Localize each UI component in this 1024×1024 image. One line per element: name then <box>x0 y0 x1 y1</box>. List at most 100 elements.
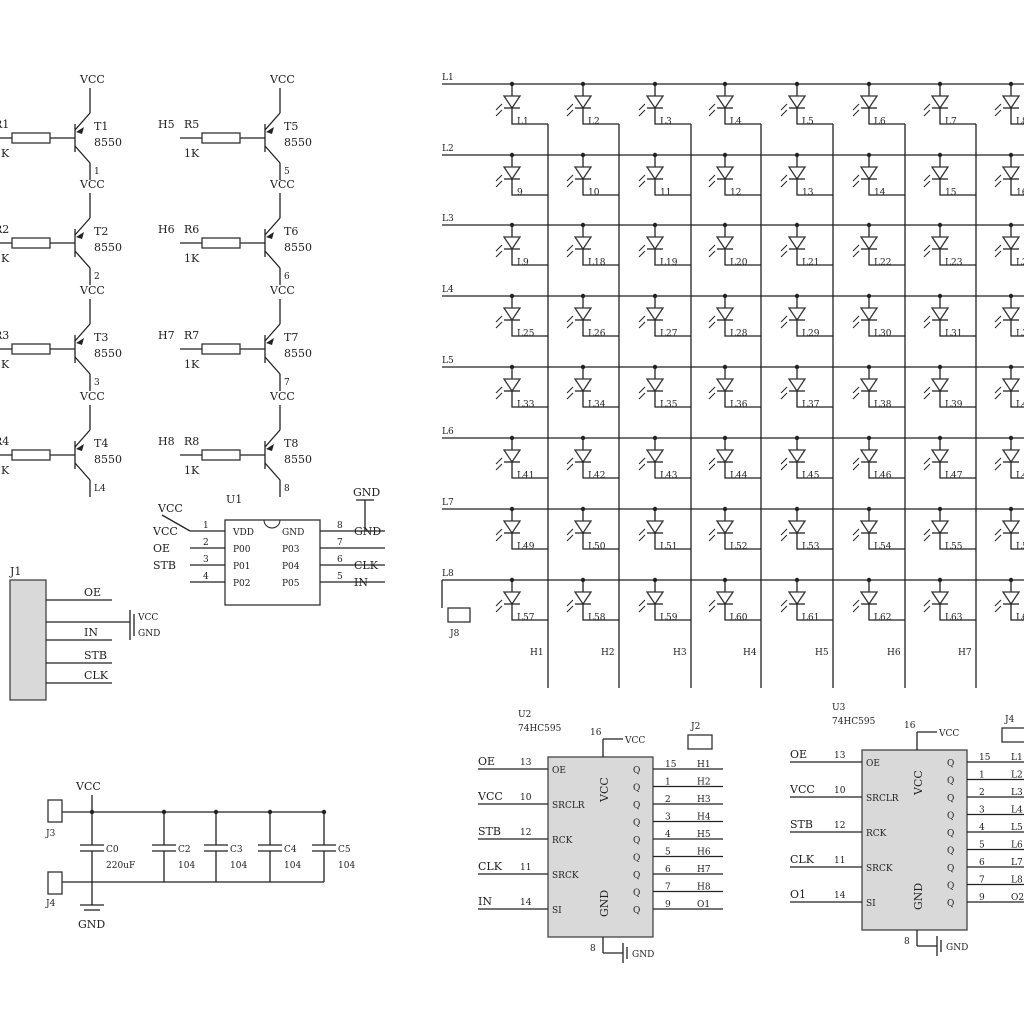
led-cathode-wire <box>796 533 833 550</box>
led-light-arrow <box>780 463 788 471</box>
chip-net-label: O1 <box>697 900 710 910</box>
transistor-arrow <box>266 444 274 451</box>
chip-ref: U3 <box>832 703 846 713</box>
led-diode: L6 <box>852 81 905 127</box>
led-light-arrow <box>638 599 646 607</box>
junction-dot <box>652 506 658 512</box>
led-cathode-wire <box>654 391 691 408</box>
u1-net-label: STB <box>153 559 176 572</box>
led-cathode-wire <box>511 604 548 621</box>
transistor-arrow <box>76 127 84 134</box>
u1-pin-label: VDD <box>232 528 254 538</box>
led-triangle <box>502 378 522 393</box>
led-label: L52 <box>730 542 747 552</box>
chip-pin-label: SRCK <box>552 871 579 881</box>
transistor-part: 8550 <box>284 453 312 466</box>
resistor-ref: R4 <box>0 435 9 448</box>
u1-pin-number: 5 <box>337 572 343 582</box>
led-light-arrow <box>708 109 716 117</box>
led-cathode-wire <box>511 249 548 266</box>
junction-dot <box>866 152 872 158</box>
chip-net-label: L4 <box>1011 806 1023 816</box>
aux-connector <box>1001 727 1024 743</box>
column-label: H5 <box>815 648 829 658</box>
chip-pin-number: 12 <box>520 828 531 838</box>
led-diode: L60 <box>708 577 761 623</box>
led-light-arrow <box>852 174 860 182</box>
led-light-arrow <box>708 386 716 394</box>
vcc-label: VCC <box>269 390 295 403</box>
led-light-arrow <box>566 174 574 182</box>
power-connector <box>47 799 63 823</box>
led-cathode-wire <box>1010 108 1024 125</box>
emitter-label: 7 <box>284 378 290 388</box>
led-diode: L53 <box>780 506 833 552</box>
led-triangle <box>1001 591 1021 606</box>
led-cathode-wire <box>1010 179 1024 196</box>
column-label: H1 <box>530 648 544 658</box>
led-triangle <box>930 307 950 322</box>
chip-pin-number: 10 <box>834 786 846 796</box>
led-triangle <box>787 307 807 322</box>
chip-vcc-text: VCC <box>598 777 611 803</box>
led-triangle <box>573 378 593 393</box>
u1-pin-number: 4 <box>203 572 209 582</box>
led-diode: L59 <box>638 577 691 623</box>
junction-dot <box>1008 293 1014 299</box>
led-light-arrow <box>852 599 860 607</box>
aux-connector <box>687 734 713 750</box>
led-diode: L33 <box>495 364 548 410</box>
u1-net-label: CLK <box>354 559 379 572</box>
emitter-label: 1 <box>94 167 100 177</box>
junction-dot <box>722 222 728 228</box>
row-label: L2 <box>442 144 454 154</box>
led-light-arrow <box>780 244 788 252</box>
led-triangle <box>573 236 593 251</box>
junction-dot <box>1008 435 1014 441</box>
led-diode: 9 <box>495 152 548 198</box>
led-label: L63 <box>945 613 963 623</box>
led-light-arrow <box>708 315 716 323</box>
led-label: L24 <box>1016 258 1024 268</box>
led-cathode-wire <box>868 533 905 550</box>
led-diode: L25 <box>495 293 548 339</box>
emitter-wire <box>264 145 281 164</box>
cap-value: 104 <box>178 861 195 871</box>
led-diode: L58 <box>566 577 619 623</box>
led-triangle <box>645 236 665 251</box>
power-connector-ref: J3 <box>45 829 56 839</box>
led-triangle <box>787 95 807 110</box>
led-light-arrow <box>495 457 503 465</box>
led-light-arrow <box>566 103 574 111</box>
led-light-arrow <box>923 244 931 252</box>
resistor-body <box>201 237 241 249</box>
chip-net-label: OE <box>790 748 807 761</box>
led-label: L48 <box>1016 471 1024 481</box>
collector-wire <box>74 429 91 448</box>
gnd-label: GND <box>632 950 654 960</box>
led-light-arrow <box>923 103 931 111</box>
chip-pin-label: OE <box>552 766 566 776</box>
vcc-label: VCC <box>269 178 295 191</box>
connector-vcc-label: VCC <box>137 613 158 623</box>
led-triangle <box>715 307 735 322</box>
chip-net-label: H8 <box>697 883 711 893</box>
junction-dot <box>267 809 273 815</box>
led-triangle <box>859 307 879 322</box>
led-diode: L55 <box>923 506 976 552</box>
led-diode: L1 <box>495 81 548 127</box>
led-diode: L63 <box>923 577 976 623</box>
led-label: L46 <box>874 471 892 481</box>
led-cathode-wire <box>939 108 976 125</box>
led-light-arrow <box>566 180 574 188</box>
led-triangle <box>502 166 522 181</box>
led-light-arrow <box>923 174 931 182</box>
junction-dot <box>937 435 943 441</box>
u1-pin-label: P03 <box>282 545 300 555</box>
led-light-arrow <box>708 457 716 465</box>
led-diode: L54 <box>852 506 905 552</box>
chip-net-label: IN <box>478 895 492 908</box>
led-light-arrow <box>852 180 860 188</box>
led-light-arrow <box>780 109 788 117</box>
